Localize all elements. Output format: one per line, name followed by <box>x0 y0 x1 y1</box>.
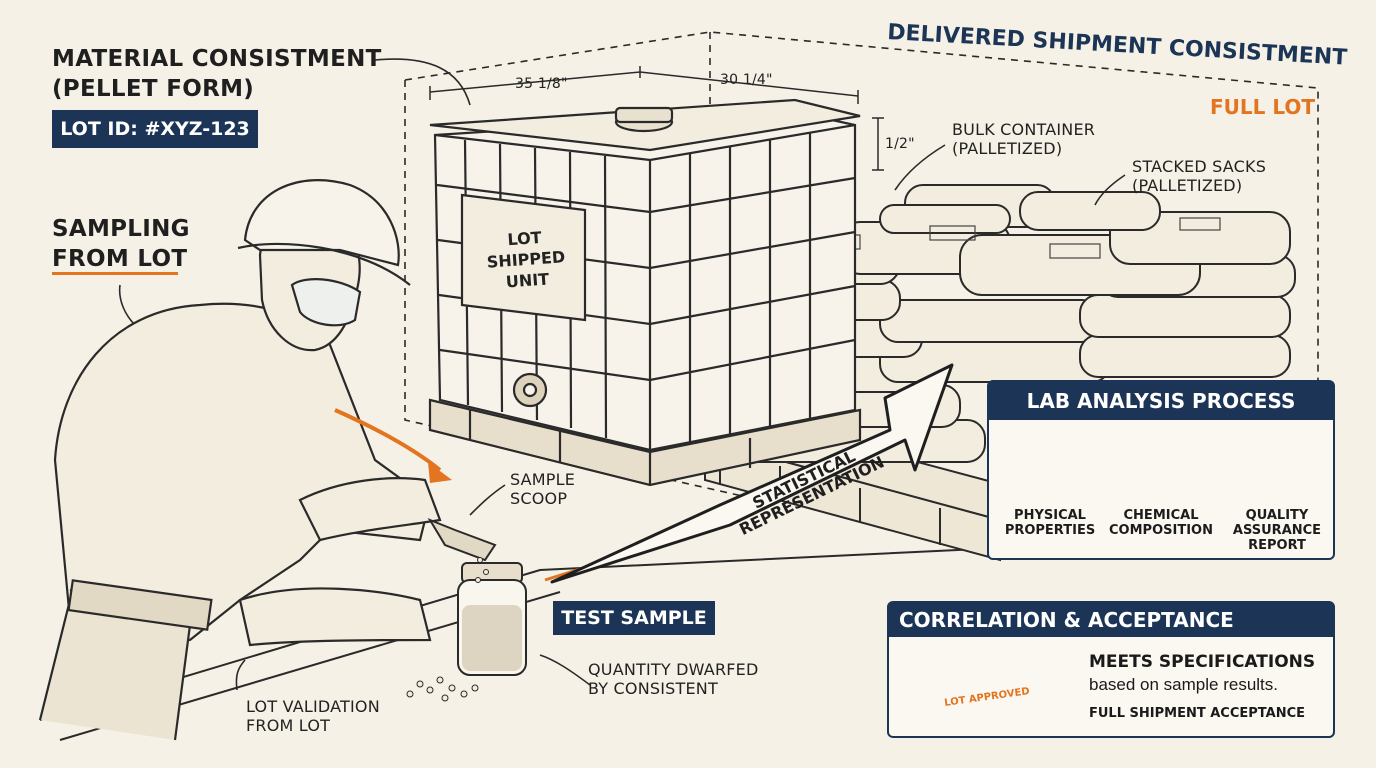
sampling-line1: SAMPLING <box>52 216 190 242</box>
orange-arrowhead <box>428 462 452 483</box>
sacks-line1: STACKED SACKS <box>1132 157 1267 176</box>
material-title-line2: (PELLET FORM) <box>52 76 255 102</box>
pellets <box>406 557 489 702</box>
quantity-line1: QUANTITY DWARFED <box>588 660 759 679</box>
scoop-line2: SCOOP <box>510 489 568 508</box>
based-on-sample: based on sample results. <box>1089 675 1278 694</box>
dimension-lines <box>429 66 884 171</box>
scoop-line1: SAMPLE <box>510 470 576 489</box>
correlation-title: CORRELATION & ACCEPTANCE <box>889 603 1333 637</box>
validation-line2: FROM LOT <box>246 716 331 735</box>
ibc-tote <box>428 98 862 487</box>
meets-specifications: MEETS SPECIFICATIONS <box>1089 652 1316 672</box>
lab-item-chemical: CHEMICAL COMPOSITION <box>1103 508 1219 538</box>
stacked-sacks-label: STACKED SACKS (PALLETIZED) <box>1132 157 1266 195</box>
material-title: MATERIAL CONSISTMENT (PELLET FORM) <box>52 44 382 104</box>
sampling-underline <box>52 272 178 275</box>
lot-validation-label: LOT VALIDATION FROM LOT <box>246 697 380 735</box>
bulk-line1: BULK CONTAINER <box>952 120 1096 139</box>
material-title-line1: MATERIAL CONSISTMENT <box>52 46 382 72</box>
validation-line1: LOT VALIDATION <box>246 697 380 716</box>
lab-item-quality-line1: QUALITY <box>1245 508 1309 523</box>
lab-item-chemical-line1: CHEMICAL <box>1123 508 1199 523</box>
lab-item-quality-line2: ASSURANCE <box>1232 523 1322 538</box>
lab-analysis-title: LAB ANALYSIS PROCESS <box>989 382 1333 420</box>
sacks-line2: (PALLETIZED) <box>1132 176 1243 195</box>
lab-item-physical-line2: PROPERTIES <box>1004 523 1096 538</box>
dimension-width-b: 30 1/4" <box>720 72 773 88</box>
container-label: LOT SHIPPED UNIT <box>468 224 584 295</box>
correlation-panel: CORRELATION & ACCEPTANCE <box>887 601 1335 738</box>
shipment-boundary <box>404 31 1319 556</box>
lab-analysis-panel: LAB ANALYSIS PROCESS <box>987 380 1335 560</box>
test-sample-badge: TEST SAMPLE <box>553 601 715 635</box>
sampling-line2: FROM LOT <box>52 246 188 272</box>
quantity-label: QUANTITY DWARFED BY CONSISTENT <box>588 660 759 698</box>
sampling-label: SAMPLING FROM LOT <box>52 214 190 274</box>
bulk-line2: (PALLETIZED) <box>952 139 1063 158</box>
sample-scoop-label: SAMPLE SCOOP <box>510 470 575 508</box>
lab-item-quality-line3: REPORT <box>1248 538 1306 553</box>
sample-jar <box>457 562 527 676</box>
lab-item-chemical-line2: COMPOSITION <box>1109 523 1213 538</box>
dimension-width-a: 35 1/8" <box>515 76 568 92</box>
dimension-height: 1/2" <box>885 136 915 152</box>
quantity-line2: BY CONSISTENT <box>588 679 718 698</box>
orange-arrows <box>334 408 442 472</box>
bulk-container-label: BULK CONTAINER (PALLETIZED) <box>952 120 1095 158</box>
leader-arrows <box>118 58 1126 691</box>
worker <box>38 179 442 741</box>
statistical-arrow <box>550 363 954 584</box>
lab-item-quality: QUALITY ASSURANCE REPORT <box>1222 508 1332 553</box>
full-lot-label: FULL LOT <box>1210 95 1316 119</box>
sample-scoop <box>427 517 497 562</box>
lab-item-physical-line1: PHYSICAL <box>1014 508 1086 523</box>
full-shipment-acceptance: FULL SHIPMENT ACCEPTANCE <box>1089 706 1305 721</box>
lot-id-badge: LOT ID: #XYZ-123 <box>52 110 258 148</box>
lab-item-physical: PHYSICAL PROPERTIES <box>995 508 1105 538</box>
